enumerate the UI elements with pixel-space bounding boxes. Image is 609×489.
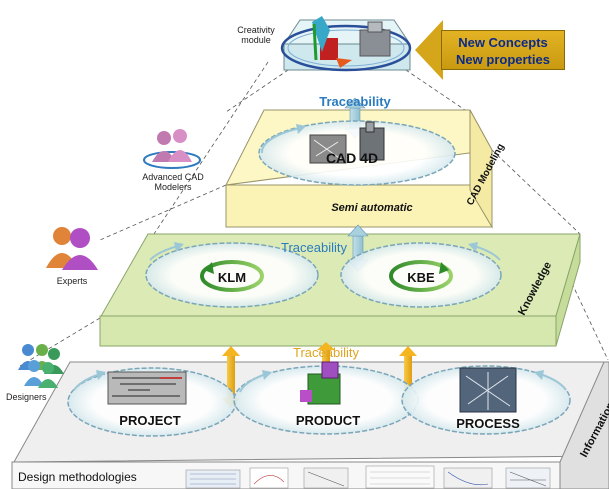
designers-icon xyxy=(18,344,64,388)
new-concepts-line2: New properties xyxy=(456,52,550,67)
creativity-label-line1: Creativity xyxy=(237,25,275,35)
project-gantt-icon xyxy=(107,371,187,405)
cad-4d-label: CAD 4D xyxy=(326,150,378,166)
klm-label: KLM xyxy=(218,270,246,285)
cad-4d-cycle xyxy=(258,120,456,186)
product-cycle xyxy=(233,361,419,435)
project-cycle xyxy=(67,367,237,437)
advanced-cad-modelers-icon xyxy=(143,129,201,169)
design-methodologies-label: Design methodologies xyxy=(18,470,137,484)
modelers-label-line2: Modelers xyxy=(154,182,192,192)
modelers-label-line1: Advanced CAD xyxy=(142,172,204,182)
kbe-cycle xyxy=(340,242,502,308)
project-label: PROJECT xyxy=(119,413,180,428)
new-concepts-box: New Concepts New properties xyxy=(441,30,565,70)
creativity-module-box xyxy=(280,16,412,72)
process-cycle xyxy=(401,365,571,435)
advanced-cad-modelers-label: Advanced CAD Modelers xyxy=(136,172,210,192)
experts-icon xyxy=(46,227,98,270)
experts-label: Experts xyxy=(56,276,88,286)
product-label: PRODUCT xyxy=(296,413,360,428)
process-label: PROCESS xyxy=(456,416,520,431)
new-concepts-line1: New Concepts xyxy=(458,35,548,50)
semi-automatic-label: Semi automatic xyxy=(331,202,412,214)
traceability-arrow-info-center xyxy=(317,342,335,368)
traceability-label-top: Traceability xyxy=(319,94,391,109)
klm-cycle xyxy=(145,242,319,308)
traceability-label-bottom: Traceability xyxy=(293,345,359,360)
cad-model-icon xyxy=(359,127,385,161)
new-concepts-arrow xyxy=(415,20,443,80)
kbe-label: KBE xyxy=(407,270,435,285)
creativity-label-line2: module xyxy=(241,35,271,45)
product-3d-icon xyxy=(307,373,341,405)
traceability-label-middle: Traceability xyxy=(281,240,347,255)
designers-label: Designers xyxy=(6,392,47,402)
creativity-module-label: Creativity module xyxy=(226,25,286,45)
methodology-thumbnails xyxy=(185,465,551,489)
